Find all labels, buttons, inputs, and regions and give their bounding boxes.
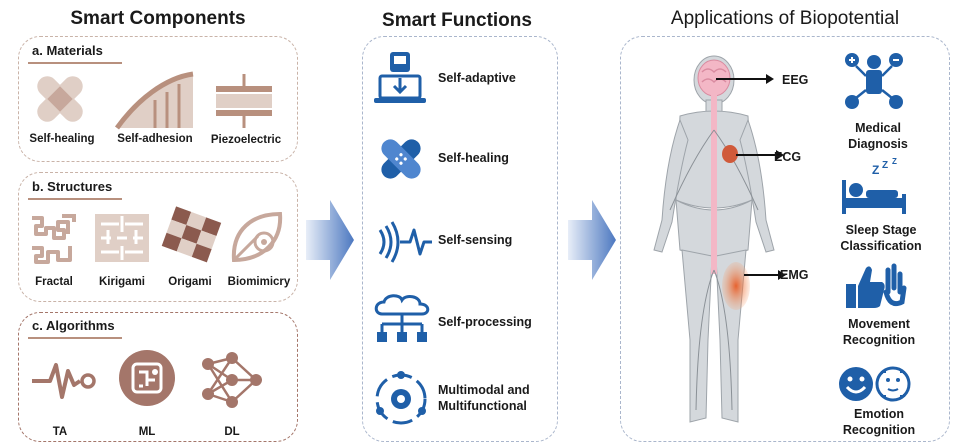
functions-panel: [362, 36, 558, 442]
ecg-pointer-arrow: [736, 150, 784, 160]
self-processing-icon: [374, 294, 430, 342]
svg-text:Z: Z: [882, 160, 888, 171]
algorithms-panel: [18, 312, 298, 442]
bandage-icon: [37, 76, 83, 122]
structure-biomimicry: Biomimicry: [227, 276, 291, 288]
structures-panel: [18, 172, 298, 302]
adhesion-icon: [114, 71, 194, 130]
piezoelectric-icon: [216, 74, 272, 128]
structure-fractal: Fractal: [35, 276, 73, 288]
app-movement-recognition: Movement Recognition: [842, 317, 916, 347]
svg-text:Z: Z: [872, 163, 879, 177]
material-self-adhesion: Self-adhesion: [117, 133, 193, 145]
structures-label: b. Structures: [32, 179, 113, 194]
functions-title: Smart Functions: [382, 10, 532, 31]
app-emotion-recognition: Emotion Recognition: [842, 407, 916, 437]
emg-pointer-arrow: [744, 270, 786, 280]
movement-gesture-icon: [846, 263, 907, 308]
kirigami-icon: [95, 214, 149, 262]
material-self-healing: Self-healing: [29, 133, 95, 145]
neural-network-icon: [202, 352, 262, 408]
emotion-face-icon: [839, 366, 911, 402]
medical-diagnosis-icon: [845, 53, 903, 109]
multimodal-gear-icon: [375, 371, 427, 425]
arrow-functions-to-applications: [568, 200, 616, 280]
sleep-stage-icon: Z Z Z: [842, 157, 906, 214]
origami-icon: [161, 206, 222, 263]
material-piezoelectric: Piezoelectric: [210, 134, 282, 146]
signal-wave-icon: [32, 363, 96, 399]
self-healing-bandage-icon: [381, 139, 421, 179]
algorithms-label: c. Algorithms: [32, 318, 115, 333]
fractal-icon: [32, 214, 76, 264]
arrow-components-to-functions: [306, 200, 354, 280]
self-sensing-icon: [378, 221, 432, 263]
biomimicry-leaf-icon: [231, 211, 283, 263]
applications-title: Applications of Biopotential: [670, 8, 900, 29]
machine-learning-icon: [119, 350, 175, 406]
function-self-healing: Self-healing: [438, 151, 509, 165]
function-self-adaptive: Self-adaptive: [438, 71, 516, 85]
human-body-illustration: [653, 55, 775, 423]
app-medical-diagnosis: Medical Diagnosis: [848, 121, 908, 151]
algorithm-ml: ML: [138, 426, 156, 438]
eeg-pointer-arrow: [716, 74, 774, 84]
components-title: Smart Components: [70, 8, 246, 29]
function-self-processing: Self-processing: [438, 315, 532, 329]
algorithms-underline: [28, 337, 122, 339]
materials-label: a. Materials: [32, 43, 103, 58]
structure-kirigami: Kirigami: [98, 276, 145, 288]
algorithm-ta: TA: [52, 426, 68, 438]
materials-panel: [18, 36, 298, 162]
emg-label: EMG: [780, 268, 809, 282]
eeg-label: EEG: [782, 73, 809, 87]
app-sleep-stage: Sleep Stage Classification: [840, 223, 922, 253]
structure-origami: Origami: [168, 276, 212, 288]
svg-text:Z: Z: [892, 157, 897, 166]
function-self-sensing: Self-sensing: [438, 233, 513, 247]
applications-panel: [620, 36, 950, 442]
ecg-label: ECG: [774, 150, 802, 164]
structures-underline: [28, 198, 122, 200]
materials-underline: [28, 62, 122, 64]
function-multimodal: Multimodal and Multifunctional: [438, 383, 530, 413]
self-adaptive-icon: [374, 52, 426, 103]
algorithm-dl: DL: [224, 426, 240, 438]
